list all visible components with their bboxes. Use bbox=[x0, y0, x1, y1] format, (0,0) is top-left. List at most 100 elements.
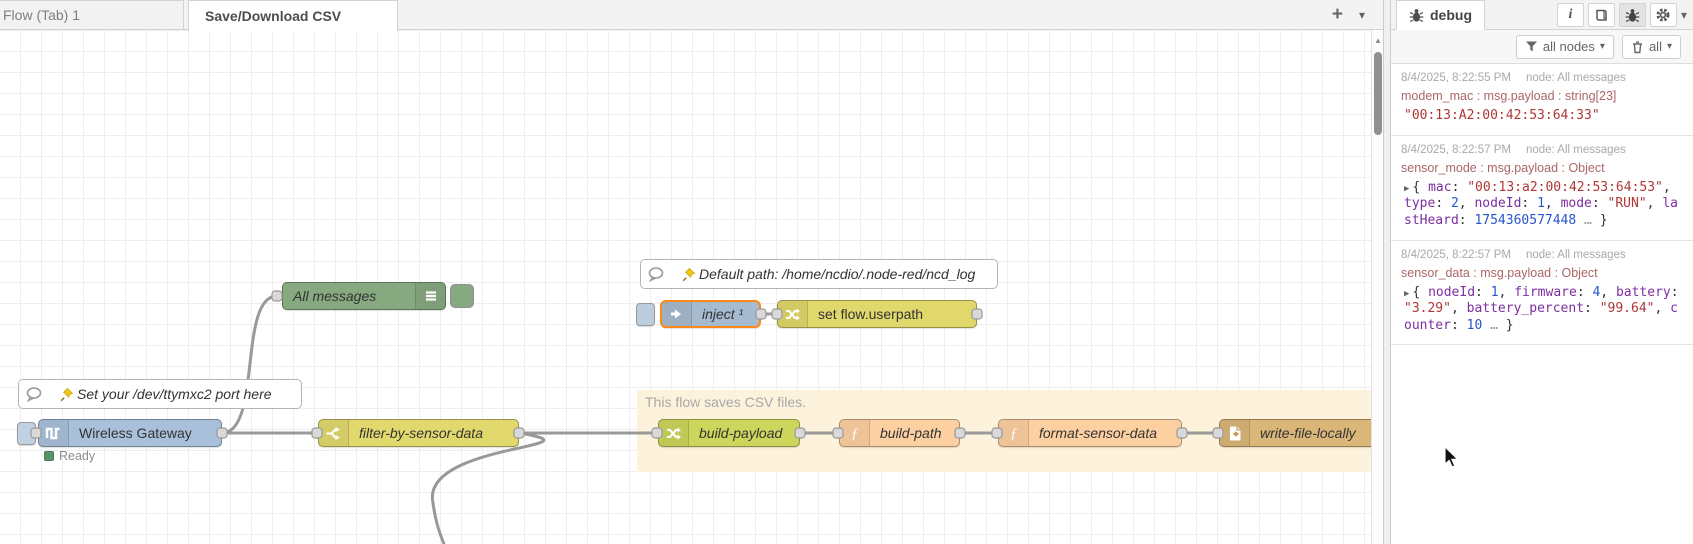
book-icon bbox=[1596, 9, 1608, 21]
tab-label: debug bbox=[1430, 7, 1472, 23]
sidebar-splitter[interactable] bbox=[1383, 0, 1391, 544]
wire-filter-down-offscreen bbox=[431, 431, 546, 544]
filter-label: all nodes bbox=[1542, 39, 1595, 54]
debug-button[interactable] bbox=[1618, 3, 1646, 27]
add-tab-button[interactable]: + bbox=[1331, 4, 1343, 25]
message-property: sensor_mode : msg.payload : Object bbox=[1401, 160, 1605, 175]
scroll-up-icon[interactable]: ▲ bbox=[1374, 36, 1382, 45]
group-label: This flow saves CSV files. bbox=[645, 394, 807, 410]
function-node-format-sensor-data[interactable]: ƒ format-sensor-data bbox=[998, 419, 1182, 447]
filter-chevron-icon: ▾ bbox=[1599, 41, 1605, 52]
pushpin-icon bbox=[60, 387, 74, 401]
bug-icon bbox=[1409, 8, 1424, 22]
message-payload[interactable]: ▶{ nodeId: 1, firmware: 4, battery: "3.2… bbox=[1404, 284, 1679, 333]
status-dot bbox=[44, 451, 54, 461]
comment-node-set-port[interactable]: Set your /dev/ttymxc2 port here bbox=[18, 379, 302, 409]
canvas-vertical-scrollbar[interactable]: ▲ bbox=[1371, 30, 1383, 544]
serial-node-wireless-gateway[interactable]: Wireless Gateway bbox=[38, 419, 222, 447]
sidebar-header-actions: i ▾ bbox=[1556, 3, 1687, 27]
message-payload[interactable]: "00:13:A2:00:42:53:64:33" bbox=[1404, 108, 1600, 123]
filter-funnel-icon bbox=[1525, 41, 1537, 52]
config-nodes-button[interactable] bbox=[1649, 3, 1677, 27]
tab-actions: + ▾ bbox=[1332, 0, 1365, 30]
message-source-node: node: All messages bbox=[1525, 72, 1626, 84]
debug-message[interactable]: 8/4/2025, 8:22:55 PM node: All messages … bbox=[1391, 64, 1693, 136]
change-shuffle-icon bbox=[659, 420, 689, 446]
pushpin-icon bbox=[682, 267, 696, 281]
scrollbar-thumb[interactable] bbox=[1374, 52, 1382, 135]
file-out-icon bbox=[1220, 420, 1250, 446]
tab-flow-1[interactable]: Flow (Tab) 1 bbox=[0, 0, 184, 30]
bug-icon bbox=[1625, 8, 1640, 22]
sidebar-menu-chevron-icon[interactable]: ▾ bbox=[1680, 8, 1687, 22]
gear-icon bbox=[1656, 8, 1670, 22]
comment-node-default-path[interactable]: Default path: /home/ncdio/.node-red/ncd_… bbox=[640, 259, 998, 289]
message-timestamp: 8/4/2025, 8:22:57 PM bbox=[1401, 143, 1511, 156]
node-label: build-payload bbox=[699, 425, 783, 441]
debug-message[interactable]: 8/4/2025, 8:22:57 PM node: All messages … bbox=[1391, 136, 1693, 241]
flow-canvas[interactable]: This flow saves CSV files. Default path: bbox=[0, 0, 1371, 544]
info-button[interactable]: i bbox=[1556, 3, 1584, 27]
file-node-write-file-locally[interactable]: write-file-locally bbox=[1219, 419, 1371, 447]
switch-branch-icon bbox=[319, 420, 349, 446]
svg-text:ƒ: ƒ bbox=[1010, 426, 1018, 442]
change-node-build-payload[interactable]: build-payload bbox=[658, 419, 800, 447]
node-label: write-file-locally bbox=[1260, 425, 1356, 441]
node-label: All messages bbox=[293, 288, 377, 304]
message-source-node: node: All messages bbox=[1525, 248, 1626, 261]
comment-bubble-icon bbox=[19, 380, 49, 408]
debug-node-all-messages[interactable]: All messages bbox=[282, 282, 446, 310]
help-button[interactable] bbox=[1587, 3, 1615, 27]
node-label: set flow.userpath bbox=[818, 306, 924, 322]
clear-label: all bbox=[1648, 39, 1662, 54]
change-node-set-userpath[interactable]: set flow.userpath bbox=[777, 300, 977, 328]
message-timestamp: 8/4/2025, 8:22:57 PM bbox=[1401, 248, 1511, 261]
workspace-tabbar: Flow (Tab) 1 Save/Download CSV + ▾ bbox=[0, 0, 1383, 31]
function-icon: ƒ bbox=[999, 420, 1029, 446]
filter-nodes-button[interactable]: all nodes ▾ bbox=[1515, 34, 1614, 59]
node-label: build-path bbox=[880, 425, 942, 441]
inject-trigger-button[interactable] bbox=[636, 303, 655, 326]
sidebar-header: debug i ▾ bbox=[1391, 0, 1693, 30]
status-text: Ready bbox=[59, 449, 96, 463]
info-icon: i bbox=[1568, 7, 1573, 22]
debug-sidebar-icon bbox=[415, 283, 445, 309]
gateway-button[interactable] bbox=[17, 422, 36, 445]
svg-text:ƒ: ƒ bbox=[851, 426, 859, 442]
message-property: modem_mac : msg.payload : string[23] bbox=[1401, 89, 1617, 103]
clear-chevron-icon: ▾ bbox=[1666, 41, 1672, 52]
node-label: Wireless Gateway bbox=[79, 425, 192, 441]
comment-bubble-icon bbox=[641, 260, 671, 288]
message-property: sensor_data : msg.payload : Object bbox=[1401, 265, 1598, 280]
debug-toolbar: all nodes ▾ all ▾ bbox=[1391, 30, 1693, 64]
comment-label: Set your /dev/ttymxc2 port here bbox=[77, 386, 272, 402]
wire-gateway-to-all-messages bbox=[221, 294, 278, 435]
tab-list-chevron-icon[interactable]: ▾ bbox=[1358, 8, 1365, 22]
square-wave-icon bbox=[39, 420, 69, 446]
inject-node[interactable]: inject ¹ bbox=[660, 300, 761, 328]
clear-messages-button[interactable]: all ▾ bbox=[1621, 34, 1681, 59]
mouse-cursor bbox=[1444, 446, 1459, 468]
node-label: inject ¹ bbox=[702, 306, 744, 322]
tab-label: Flow (Tab) 1 bbox=[3, 7, 81, 23]
message-source-node: node: All messages bbox=[1525, 143, 1626, 156]
debug-message-list: 8/4/2025, 8:22:55 PM node: All messages … bbox=[1391, 64, 1693, 542]
switch-node-filter[interactable]: filter-by-sensor-data bbox=[318, 419, 519, 447]
trash-icon bbox=[1632, 41, 1642, 53]
port-in-all-messages bbox=[271, 290, 283, 302]
tab-save-download-csv[interactable]: Save/Download CSV bbox=[188, 0, 398, 31]
node-label: format-sensor-data bbox=[1039, 425, 1158, 441]
comment-label: Default path: /home/ncdio/.node-red/ncd_… bbox=[699, 266, 976, 282]
debug-enable-toggle[interactable] bbox=[450, 284, 474, 308]
message-payload[interactable]: ▶{ mac: "00:13:a2:00:42:53:64:53", type:… bbox=[1404, 179, 1678, 228]
tab-label: Save/Download CSV bbox=[205, 8, 342, 24]
change-shuffle-icon bbox=[778, 301, 808, 327]
tab-debug[interactable]: debug bbox=[1396, 0, 1485, 30]
inject-arrow-icon bbox=[662, 302, 692, 326]
debug-message[interactable]: 8/4/2025, 8:22:57 PM node: All messages … bbox=[1391, 241, 1693, 346]
message-timestamp: 8/4/2025, 8:22:55 PM bbox=[1401, 72, 1511, 84]
node-status: Ready bbox=[44, 449, 95, 463]
function-icon: ƒ bbox=[840, 420, 870, 446]
function-node-build-path[interactable]: ƒ build-path bbox=[839, 419, 960, 447]
